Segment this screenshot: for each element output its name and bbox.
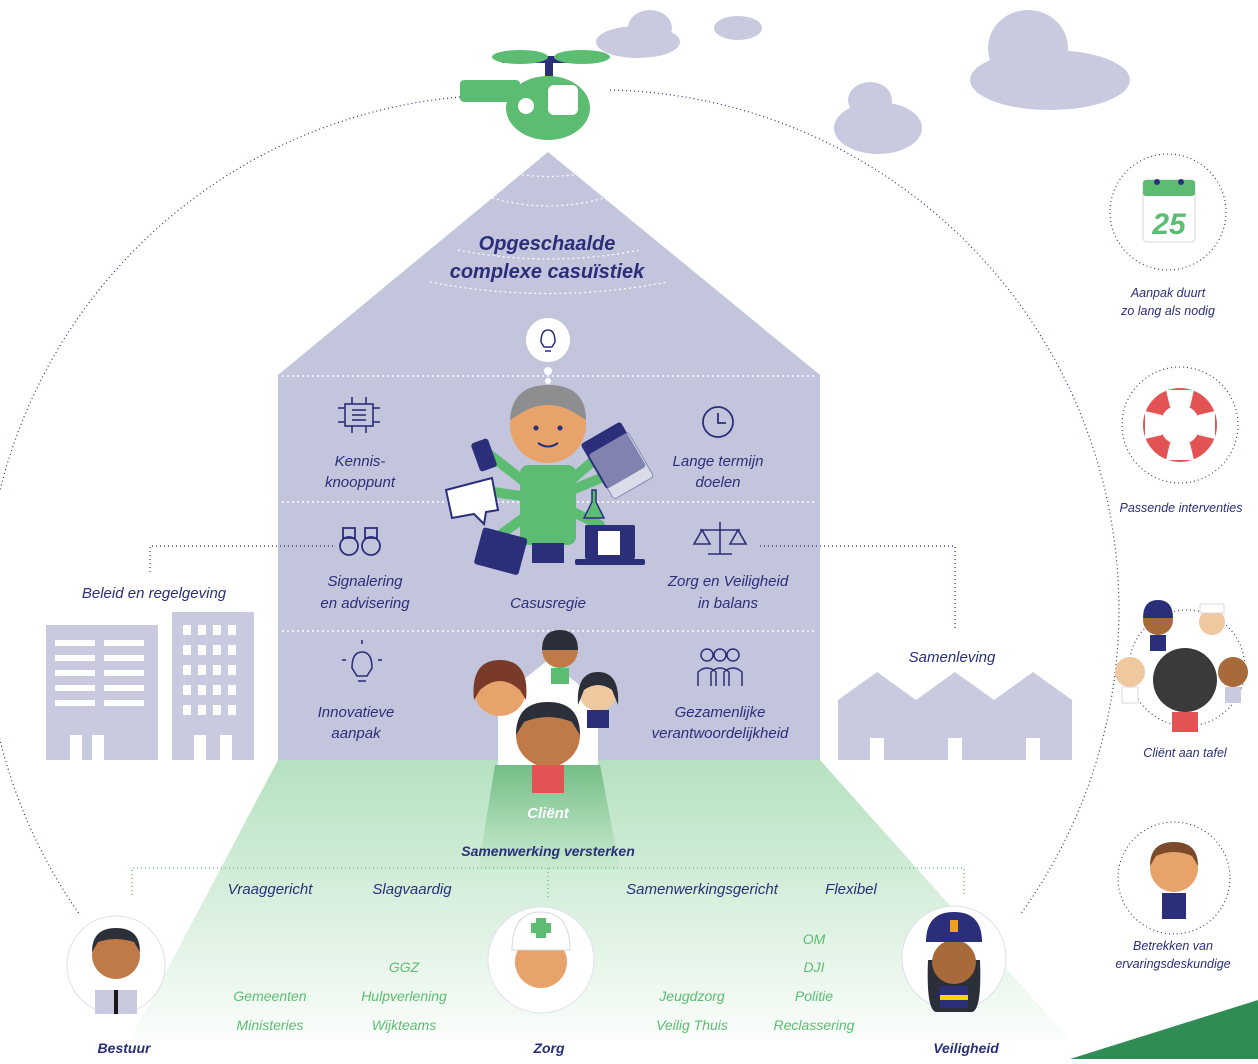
org-ministeries: Ministeries [237, 1017, 304, 1033]
innov-label-1: Innovatieve [318, 704, 395, 721]
knowledge-chip-icon [338, 397, 380, 433]
kennis-label-1: Kennis- [335, 453, 386, 470]
expert-avatar-icon [1150, 842, 1198, 919]
calendar-ring [1109, 153, 1227, 271]
avatar-veiligheid [901, 905, 1007, 1012]
termijn-label-1: Lange termijn [673, 453, 764, 470]
org-jeugdzorg: Jeugdzorg [658, 988, 725, 1004]
idea-bubble-icon [526, 318, 570, 384]
org-om: OM [803, 931, 826, 947]
org-wijkteams: Wijkteams [372, 1017, 436, 1033]
person-veiligheid: Veiligheid [933, 1040, 999, 1056]
betrekken-label-1: Betrekken van [1133, 939, 1213, 953]
betrekken-label-2: ervaringsdeskundige [1115, 957, 1230, 971]
termijn-label-2: doelen [695, 474, 740, 491]
org-veilig-thuis: Veilig Thuis [656, 1017, 728, 1033]
org-politie: Politie [795, 988, 833, 1004]
roof-title-line2: complexe casuïstiek [450, 261, 645, 283]
samenwerking-heading: Samenwerking versterken [461, 843, 635, 859]
left-connector [149, 545, 335, 572]
person-bestuur: Bestuur [98, 1040, 152, 1056]
roof-title-line1: Opgeschaalde [479, 233, 616, 255]
trait-slagvaardig: Slagvaardig [372, 881, 452, 898]
trait-vraaggericht: Vraaggericht [228, 881, 314, 898]
signal-label-2: en advisering [320, 595, 410, 612]
aanpak-label-1: Aanpak duurt [1130, 286, 1206, 300]
lightbulb-icon [342, 640, 382, 682]
client-tafel-label: Cliënt aan tafel [1143, 746, 1228, 760]
samenleving-label: Samenleving [909, 649, 996, 666]
trait-flexibel: Flexibel [825, 881, 877, 898]
org-reclassering: Reclassering [774, 1017, 855, 1033]
group-people-icon [697, 648, 743, 686]
zorgveilig-label-2: in balans [698, 595, 759, 612]
org-dji: DJI [804, 959, 825, 975]
org-hulpverlening: Hulpverlening [361, 988, 447, 1004]
avatar-bestuur [66, 915, 166, 1015]
lifebuoy-icon [1143, 388, 1217, 462]
case-director-figure [444, 385, 654, 575]
avatar-zorg [487, 906, 595, 1014]
lifebuoy-ring [1121, 366, 1239, 484]
right-connector [760, 545, 956, 630]
office-windows [55, 625, 236, 760]
client-beam [478, 765, 620, 870]
house-doors [870, 738, 1040, 760]
org-ggz: GGZ [389, 959, 420, 975]
zorgveilig-label-1: Zorg en Veiligheid [667, 573, 789, 590]
innov-label-2: aanpak [331, 725, 382, 742]
binoculars-icon [339, 527, 381, 556]
community-houses [838, 672, 1072, 760]
kennis-label-2: knooppunt [325, 474, 396, 491]
passende-label: Passende interventies [1120, 501, 1243, 515]
helicopter-icon [460, 50, 610, 140]
dotted-circle-right [609, 89, 1120, 916]
beleid-label: Beleid en regelgeving [82, 585, 227, 602]
calendar-day: 25 [1151, 208, 1187, 241]
cloud [596, 10, 1130, 154]
gezamen-label-2: verantwoordelijkheid [652, 725, 789, 742]
corner-accent [1070, 1000, 1258, 1059]
signal-label-1: Signalering [327, 573, 403, 590]
client-label: Cliënt [527, 805, 570, 822]
calendar-icon [1142, 179, 1196, 243]
person-zorg: Zorg [532, 1040, 565, 1056]
expert-ring [1117, 821, 1231, 935]
client-group [473, 630, 619, 793]
bottom-connector [131, 867, 965, 895]
casusregie-label: Casusregie [510, 595, 586, 612]
client-table-icon [1115, 600, 1248, 732]
collaboration-floor [130, 760, 1070, 1040]
clock-icon [702, 406, 734, 438]
scales-icon [692, 522, 748, 555]
aanpak-label-2: zo lang als nodig [1120, 304, 1215, 318]
trait-samenwerkingsgericht: Samenwerkingsgericht [626, 881, 779, 898]
org-gemeenten: Gemeenten [233, 988, 306, 1004]
gezamen-label-1: Gezamenlijke [675, 704, 766, 721]
